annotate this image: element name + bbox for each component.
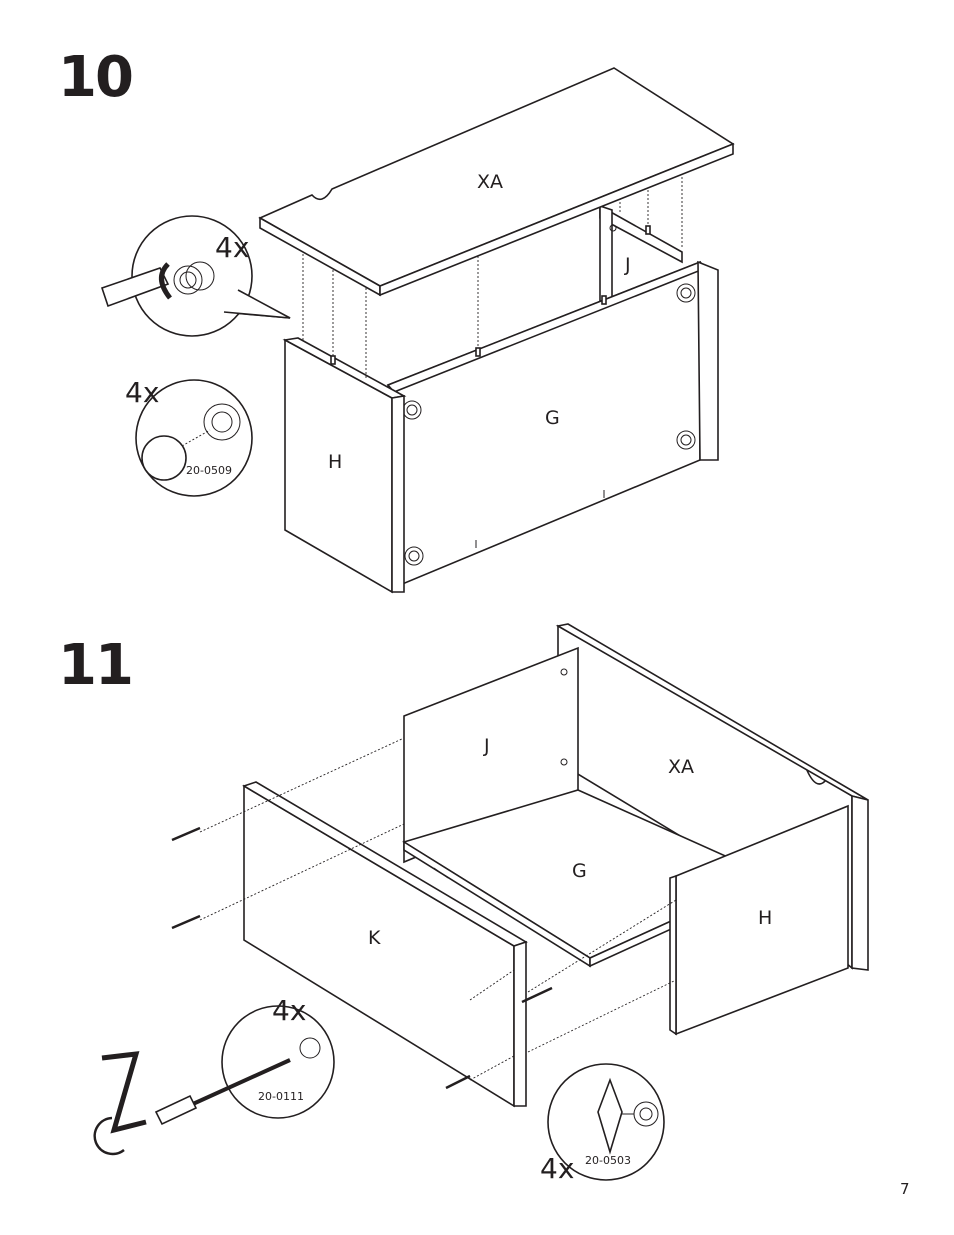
label-j: J xyxy=(624,254,631,276)
label-h-11: H xyxy=(758,907,772,929)
callout-screw-allen-key: 4x 20-0111 xyxy=(93,994,335,1156)
callout-1-quantity: 4x xyxy=(215,231,249,264)
cam-lock-icon xyxy=(185,261,215,291)
label-g-11: G xyxy=(572,860,587,882)
cam-lock-icon xyxy=(203,403,241,441)
label-xa: XA xyxy=(477,171,503,193)
step-11-illustration: J XA G H K 4x 20-0111 xyxy=(93,623,869,1185)
label-xa-11: XA xyxy=(668,756,694,778)
allen-key-icon xyxy=(93,1051,147,1156)
hole-icon xyxy=(299,1037,321,1059)
callout-screwdriver-cam: 4x xyxy=(100,215,291,337)
screw-guide-lines xyxy=(199,737,677,1081)
callout-4-quantity: 4x xyxy=(540,1152,574,1185)
callout-3-part-code: 20-0111 xyxy=(258,1090,304,1103)
cam-key-icon xyxy=(597,1077,623,1155)
callout-2-quantity: 4x xyxy=(125,376,159,409)
label-h: H xyxy=(328,451,342,473)
label-j-11: J xyxy=(483,735,490,757)
label-k: K xyxy=(368,927,381,949)
screwdriver-icon xyxy=(100,262,203,308)
callout-2-part-code: 20-0509 xyxy=(186,464,232,477)
screw-icons xyxy=(171,826,553,1090)
panel-j-back xyxy=(599,204,683,303)
step-number-10: 10 xyxy=(58,45,134,110)
callout-4-part-code: 20-0503 xyxy=(585,1154,631,1167)
panel-k-front xyxy=(242,781,528,1108)
page-number: 7 xyxy=(900,1180,910,1198)
step-number-11: 11 xyxy=(58,633,134,698)
label-g: G xyxy=(545,407,560,429)
screw-icon xyxy=(154,1058,291,1126)
panel-h-side-11 xyxy=(669,804,849,1036)
callout-cam-lock: 4x 20-0503 xyxy=(540,1063,665,1185)
callout-3-quantity: 4x xyxy=(272,994,306,1027)
panel-xa-top xyxy=(258,67,735,297)
step-10-illustration: XA J G H 4x xyxy=(100,67,735,594)
cover-cap-icon xyxy=(141,435,187,481)
callout-cover-cap: 4x 20-0509 xyxy=(125,376,253,497)
panel-h-side xyxy=(282,337,407,594)
panel-h-right-edge xyxy=(697,260,719,461)
